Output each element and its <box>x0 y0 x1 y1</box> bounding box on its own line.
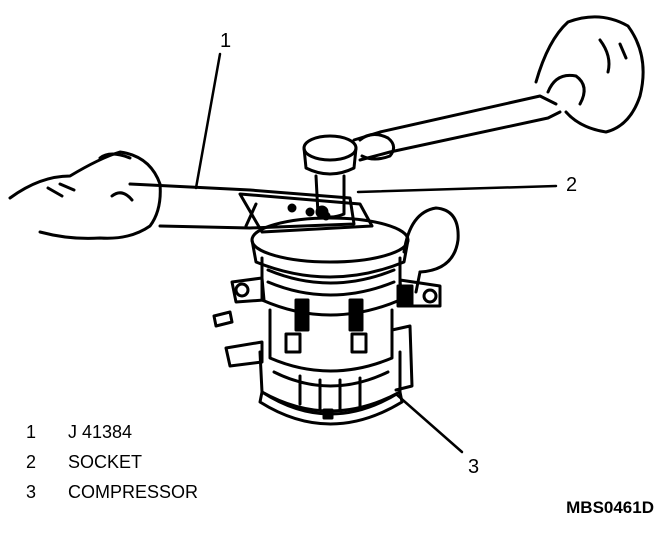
socket <box>302 134 358 219</box>
legend-text: SOCKET <box>68 452 143 472</box>
compressor <box>212 206 460 426</box>
leader-3 <box>394 392 464 454</box>
legend-number: 3 <box>26 482 37 502</box>
callout-2: 2 <box>566 174 578 196</box>
legend-text: COMPRESSOR <box>68 482 199 502</box>
ratchet-wrench <box>352 94 562 162</box>
callout-3: 3 <box>468 456 480 478</box>
left-hand <box>8 150 162 240</box>
right-hand <box>534 15 645 134</box>
leader-2 <box>356 184 558 194</box>
figure-code: MBS0461D <box>566 498 654 517</box>
legend-number: 2 <box>26 452 37 472</box>
callout-1: 1 <box>220 30 232 52</box>
leader-1 <box>194 52 222 190</box>
holding-tool <box>128 182 374 234</box>
legend-number: 1 <box>26 422 37 442</box>
legend-text: J 41384 <box>68 422 133 442</box>
